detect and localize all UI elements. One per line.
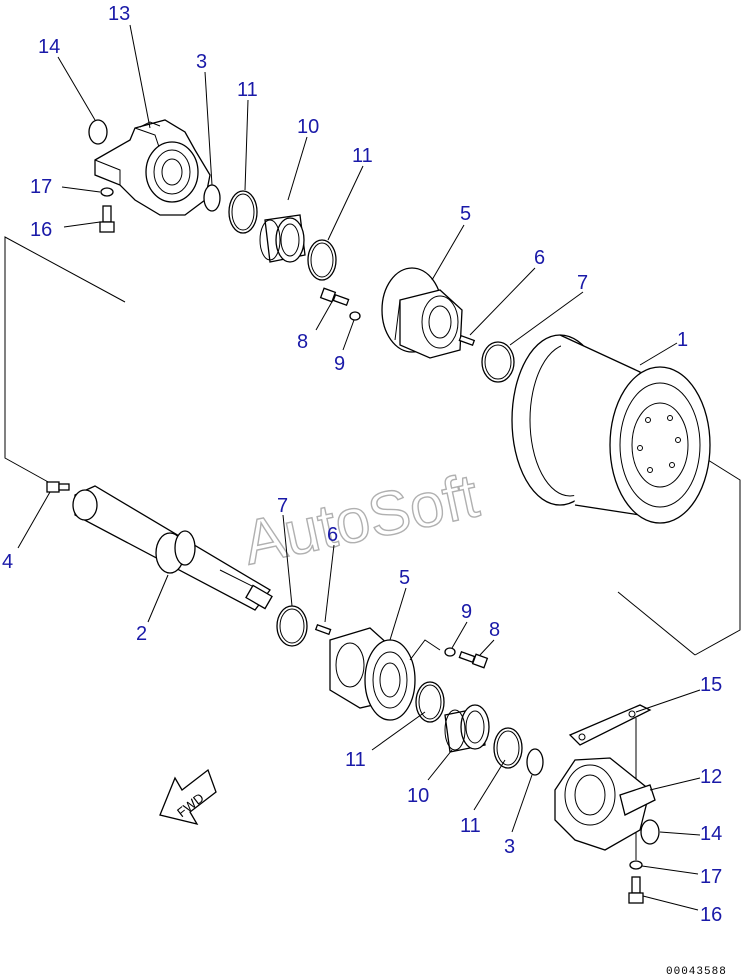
pin-lower-6 (314, 623, 332, 636)
seal-upper-10 (259, 214, 306, 263)
callout-14-lower: 14 (700, 823, 722, 845)
callout-4: 4 (2, 551, 13, 573)
callout-14-upper: 14 (38, 36, 60, 58)
callout-3-lower: 3 (504, 836, 515, 858)
ring-lower-3 (526, 748, 544, 776)
o-ring-upper-14 (88, 119, 108, 145)
bracket-lower-12 (554, 757, 656, 851)
o-ring-upper-11b (307, 239, 337, 281)
callout-13: 13 (108, 3, 130, 25)
callout-1: 1 (677, 329, 688, 351)
washer-lower-9 (444, 647, 456, 657)
callout-2: 2 (136, 623, 147, 645)
washer-upper-17 (100, 187, 114, 197)
bracket-upper (94, 119, 211, 216)
pin-upper-6 (458, 334, 476, 347)
bolt-lower-16 (628, 876, 644, 904)
leader-lower-5-9 (409, 639, 441, 661)
collar-upper-5 (381, 267, 463, 359)
o-ring-upper-7 (481, 341, 515, 383)
callout-labels: 13 14 3 11 10 11 17 16 5 6 7 8 9 1 4 7 6… (2, 3, 722, 926)
callout-11-upper-a: 11 (237, 79, 258, 101)
o-ring-lower-11b (493, 727, 523, 769)
callout-11-lower-b: 11 (460, 815, 481, 837)
ring-upper-3 (203, 184, 221, 212)
callout-9-lower: 9 (461, 601, 472, 623)
callout-7-lower: 7 (277, 495, 288, 517)
roller-wheel-1 (511, 334, 711, 524)
callout-6-lower: 6 (327, 524, 338, 546)
assembly-lines (4, 236, 741, 656)
callout-11-upper-b: 11 (352, 145, 373, 167)
o-ring-lower-14 (640, 819, 660, 845)
callout-3-upper: 3 (196, 51, 207, 73)
callout-17-upper: 17 (30, 176, 52, 198)
bolt-upper-8 (319, 287, 350, 307)
callout-5-lower: 5 (399, 567, 410, 589)
callout-8-upper: 8 (297, 331, 308, 353)
callout-9-upper: 9 (334, 353, 345, 375)
fwd-arrow-icon: FWD (159, 768, 217, 825)
callout-8-lower: 8 (489, 619, 500, 641)
collar-lower-5 (329, 627, 416, 721)
shaft-2 (72, 485, 273, 611)
leader-lines (17, 24, 701, 911)
callout-6-upper: 6 (534, 247, 545, 269)
callout-11-lower-a: 11 (345, 749, 366, 771)
o-ring-lower-11a (415, 681, 445, 723)
bolt-upper-16 (99, 205, 115, 233)
callout-15: 15 (700, 674, 722, 696)
callout-5-upper: 5 (460, 203, 471, 225)
callout-17-lower: 17 (700, 866, 722, 888)
callout-16-upper: 16 (30, 219, 52, 241)
drawing-number: 00043588 (666, 966, 727, 978)
o-ring-upper-11a (228, 190, 258, 234)
callout-10-upper: 10 (297, 116, 319, 138)
washer-upper-9 (349, 311, 361, 321)
o-ring-lower-7 (276, 605, 308, 647)
seal-lower-10 (444, 704, 490, 753)
bolt-lower-8 (458, 650, 489, 669)
callout-7-upper: 7 (577, 272, 588, 294)
plug-4 (46, 481, 70, 493)
watermark: AutoSoft (237, 461, 484, 578)
callout-10-lower: 10 (407, 785, 429, 807)
callout-12: 12 (700, 766, 722, 788)
washer-lower-17 (629, 860, 643, 870)
callout-16-lower: 16 (700, 904, 722, 926)
